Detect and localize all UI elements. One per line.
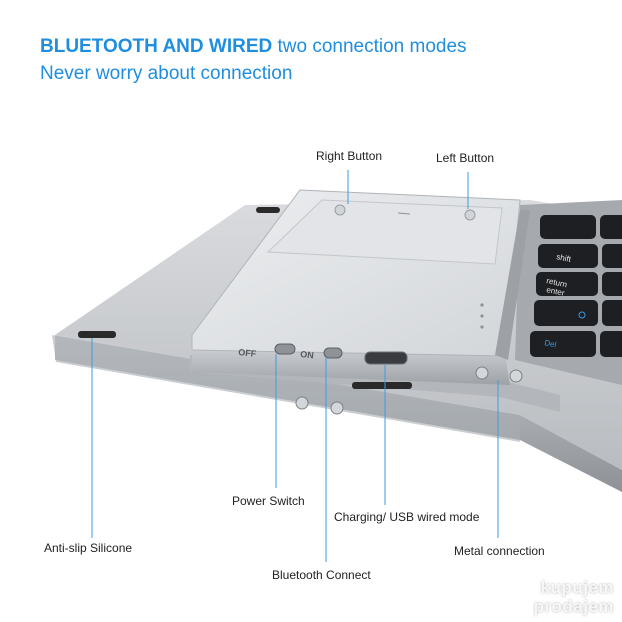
touchpad-side <box>192 350 510 385</box>
hinge-screws <box>295 366 523 415</box>
switch-on-mark: ON <box>300 349 314 360</box>
callout-metal-connection: Metal connection <box>454 544 545 558</box>
status-led-1 <box>480 303 484 307</box>
keyboard-keys: shift return enter Del <box>530 215 622 357</box>
key-shift-label: shift <box>556 252 573 264</box>
headline: BLUETOOTH AND WIRED two connection modes <box>40 36 467 58</box>
callout-right-button: Right Button <box>316 149 383 163</box>
key-enter-label: enter <box>546 285 566 298</box>
headline-bold: BLUETOOTH AND WIRED <box>40 36 273 57</box>
key-return-label: return <box>546 276 568 289</box>
key-del-label: Del <box>544 338 558 349</box>
touch-surface <box>266 199 503 265</box>
callout-anti-slip: Anti-slip Silicone <box>44 541 133 555</box>
anti-slip-pad-right <box>352 382 412 389</box>
switch-off-mark: OFF <box>238 347 257 359</box>
status-led-2 <box>480 314 484 318</box>
callout-charging: Charging/ USB wired mode <box>334 510 480 524</box>
watermark-line2: prodajem <box>533 597 614 616</box>
right-button-icon <box>334 204 346 216</box>
metal-hinge <box>495 210 530 360</box>
bluetooth-connect-button[interactable] <box>323 347 343 359</box>
usb-charging-port[interactable] <box>364 351 408 365</box>
callout-bluetooth-connect: Bluetooth Connect <box>272 568 371 582</box>
subheadline: Never worry about connection <box>40 63 293 84</box>
watermark-line1: kupujem <box>540 578 614 597</box>
status-led-3 <box>480 325 484 329</box>
left-button-icon <box>464 209 476 221</box>
headline-normal: two connection modes <box>277 36 467 57</box>
callout-left-button: Left Button <box>436 151 495 165</box>
anti-slip-pad-back <box>256 207 280 213</box>
callout-lines <box>91 170 499 562</box>
anti-slip-pad-left <box>78 331 116 338</box>
callout-power-switch: Power Switch <box>232 494 305 508</box>
power-switch[interactable] <box>274 343 296 355</box>
